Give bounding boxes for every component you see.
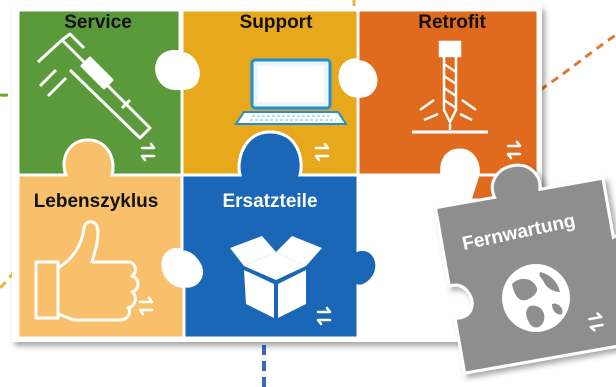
label-support: Support <box>240 12 313 33</box>
globe-icon <box>502 264 570 332</box>
drill-bit-icon <box>412 40 488 134</box>
label-retrofit: Retrofit <box>418 12 486 33</box>
thumbs-up-icon <box>34 220 140 322</box>
swap-arrows-icon-support <box>314 142 330 162</box>
label-ersatzteile: Ersatzteile <box>222 191 317 212</box>
label-service: Service <box>64 12 132 33</box>
laptop-icon <box>234 58 348 125</box>
connector-line-orange <box>539 33 616 92</box>
connector-line-yellow <box>0 271 16 290</box>
swap-arrows-icon-lebenszyklus <box>138 296 154 316</box>
piece-ersatzteile <box>180 130 379 340</box>
open-box-icon <box>230 236 322 318</box>
label-lebenszyklus: Lebenszyklus <box>34 191 159 212</box>
swap-arrows-icon-fernwartung <box>588 312 604 332</box>
swap-arrows-icon-service <box>140 142 156 162</box>
swap-arrows-icon-retrofit <box>506 140 522 160</box>
caliper-icon <box>36 32 152 140</box>
swap-arrows-icon-ersatzteile <box>316 306 332 326</box>
